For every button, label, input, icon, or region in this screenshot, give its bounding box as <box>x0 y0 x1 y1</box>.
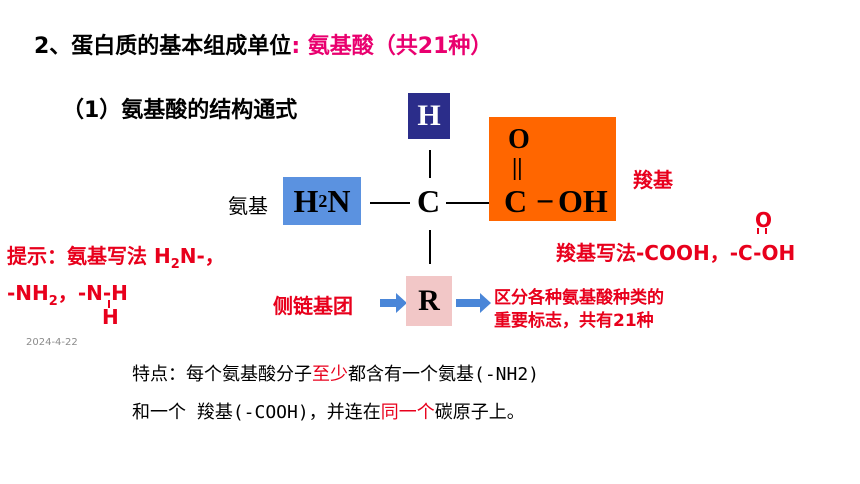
hydrogen-atom-box: H <box>408 93 450 139</box>
distinguish-note-line-2: 重要标志，共有21种 <box>494 311 654 331</box>
carboxyl-oxygen: O <box>508 124 530 155</box>
amino-group-label: 氨基 <box>228 194 268 218</box>
bond-left <box>370 202 410 204</box>
hint1-subscript: 2 <box>170 257 180 272</box>
hint-line-2: -NH2，-N-H <box>7 277 128 309</box>
feature-line-2: 和一个 羧基(-COOH)，并连在同一个碳原子上。 <box>132 398 525 424</box>
bond-right <box>446 202 490 204</box>
side-chain-label: 侧链基团 <box>273 294 353 318</box>
arrow-right-icon <box>380 293 407 313</box>
bond-top <box>429 150 431 178</box>
amino-h: H <box>293 182 319 219</box>
feature1-b: 都含有一个氨基(-NH2) <box>348 364 540 385</box>
title-colon: : <box>291 34 301 59</box>
arrow-right-icon <box>456 293 491 313</box>
carboxyl-writing-text: 羧基写法-COOH，-C-OH <box>556 241 796 265</box>
section-subtitle: （1）氨基酸的结构通式 <box>62 98 298 123</box>
carboxyl-group-box <box>489 117 616 221</box>
hint2-subscript: 2 <box>48 294 58 309</box>
hint2-prefix: -NH <box>7 281 49 305</box>
feature1-highlight: 至少 <box>312 364 348 385</box>
hint2-suffix: ，-N-H <box>57 281 128 305</box>
feature2-highlight: 同一个 <box>380 402 435 423</box>
feature1-a: 特点：每个氨基酸分子 <box>132 364 312 385</box>
hint1-prefix: 提示：氨基写法 H <box>7 244 171 268</box>
title-highlight: 氨基酸（共21种） <box>300 34 493 59</box>
hint-nh-bond <box>108 300 110 308</box>
hint1-suffix: N-， <box>179 244 225 268</box>
title-prefix: 2、蛋白质的基本组成单位 <box>34 34 292 59</box>
bond-bottom <box>429 230 431 264</box>
amino-n: N <box>327 182 351 219</box>
carboxyl-carbon: C <box>504 183 528 219</box>
amino-subscript: 2 <box>318 190 328 211</box>
carboxyl-writing-double-bond <box>757 228 767 234</box>
distinguish-note-line-1: 区分各种氨基酸种类的 <box>494 288 664 308</box>
carboxyl-group-label: 羧基 <box>633 168 673 192</box>
hint-line-3: H <box>102 305 119 329</box>
carboxyl-writing-oxygen: O <box>755 208 773 232</box>
hint-line-1: 提示：氨基写法 H2N-， <box>7 240 225 272</box>
carboxyl-hydroxyl: OH <box>558 183 608 219</box>
carboxyl-single-bond: − <box>536 183 555 219</box>
slide-title: 2、蛋白质的基本组成单位: 氨基酸（共21种） <box>34 28 492 60</box>
central-carbon: C <box>417 183 441 219</box>
r-group-box: R <box>406 276 452 326</box>
feature2-b: 碳原子上。 <box>434 402 525 423</box>
slide-date: 2024-4-22 <box>26 337 78 348</box>
feature-line-1: 特点：每个氨基酸分子至少都含有一个氨基(-NH2) <box>132 360 539 386</box>
feature2-a: 和一个 羧基(-COOH)，并连在 <box>132 402 381 423</box>
carboxyl-double-bond: || <box>512 155 523 181</box>
